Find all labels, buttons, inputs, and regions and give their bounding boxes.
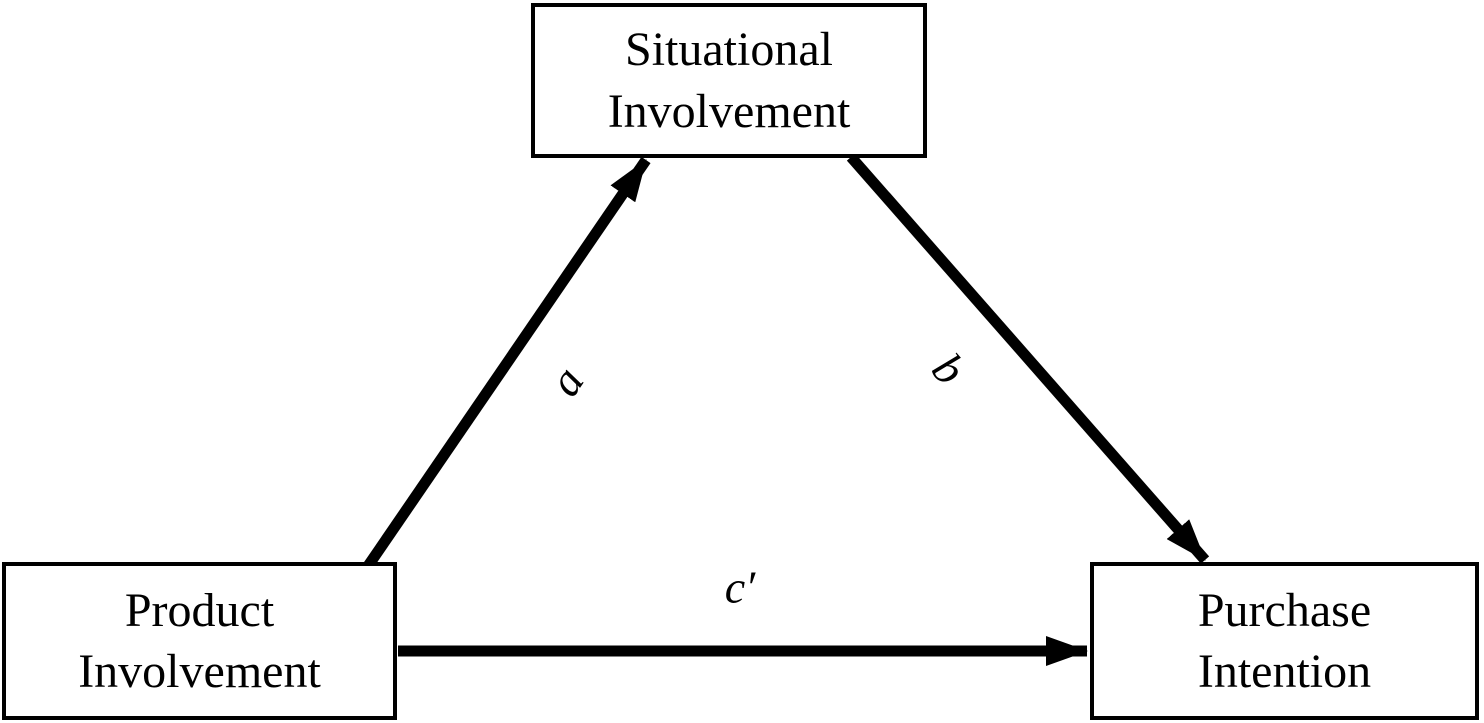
path-a-arrow xyxy=(363,156,651,570)
path-b-arrow xyxy=(846,153,1210,564)
node-purchase-intention: Purchase Intention xyxy=(1090,562,1479,720)
node-product-involvement-label: Product Involvement xyxy=(78,583,321,698)
node-situational-involvement-label: Situational Involvement xyxy=(607,23,851,138)
node-situational-involvement: Situational Involvement xyxy=(531,3,927,158)
node-product-involvement: Product Involvement xyxy=(2,562,397,720)
path-c-prime-label: c′ xyxy=(724,561,756,613)
node-purchase-intention-label: Purchase Intention xyxy=(1197,583,1372,698)
